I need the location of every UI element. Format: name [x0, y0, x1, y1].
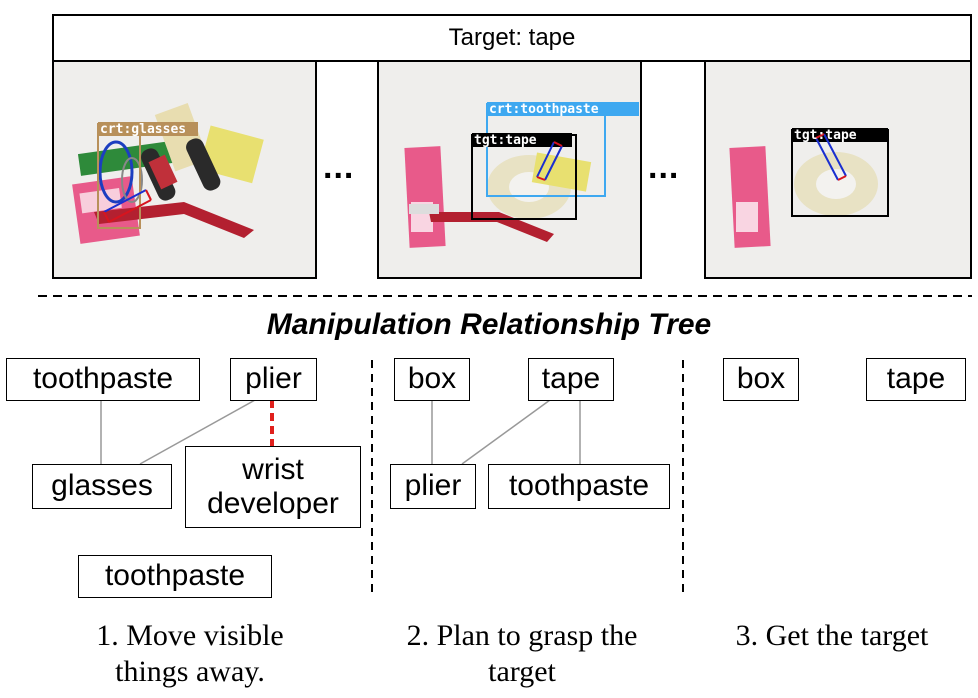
caption-step-2: 2. Plan to grasp the target: [352, 618, 692, 690]
photo-1-label-1: crt:glasses: [100, 122, 186, 137]
caption-step-2-line-1: 2. Plan to grasp the: [406, 619, 638, 652]
tree-3-node-tape: tape: [866, 358, 966, 401]
caption-step-1-line-1: 1. Move visible: [96, 619, 284, 652]
edge-plier-glasses: [139, 399, 256, 465]
ellipsis-2: ...: [648, 148, 680, 186]
caption-step-2-line-2: target: [488, 655, 556, 688]
scene-photo-3: tgt:tape: [704, 60, 972, 279]
target-label: Target: tape: [448, 24, 576, 51]
tree-2-node-plier: plier: [390, 464, 476, 509]
caption-step-1: 1. Move visible things away.: [10, 618, 370, 690]
caption-step-1-line-2: things away.: [115, 655, 265, 688]
edge-tape-plier: [461, 399, 551, 465]
section-title: Manipulation Relationship Tree: [266, 308, 712, 341]
tree-1-node-glasses: glasses: [32, 464, 172, 509]
caption-step-3: 3. Get the target: [690, 618, 974, 654]
scene-photo-2: crt:toothpaste tgt:tape: [377, 60, 642, 279]
photo-2-label-1: crt:toothpaste: [489, 102, 599, 117]
tree-2-node-box: box: [394, 358, 470, 401]
tree-3-node-box: box: [723, 358, 799, 401]
tree-1-node-toothpaste-lone: toothpaste: [78, 555, 272, 598]
scene-photo-1: crt:glasses: [52, 60, 317, 279]
tree-2-node-toothpaste: toothpaste: [488, 464, 670, 509]
target-header: Target: tape: [52, 14, 972, 62]
tree-1-node-wrist-developer: wrist developer: [185, 446, 361, 528]
photo-3-label-1: tgt:tape: [794, 128, 857, 143]
ellipsis-1: ...: [323, 148, 355, 186]
tree-2-node-tape: tape: [528, 358, 614, 401]
photo-2-label-2: tgt:tape: [474, 133, 537, 148]
tree-1-node-plier: plier: [230, 358, 317, 401]
caption-step-3-line-1: 3. Get the target: [735, 619, 929, 652]
tree-1-node-toothpaste: toothpaste: [6, 358, 200, 401]
